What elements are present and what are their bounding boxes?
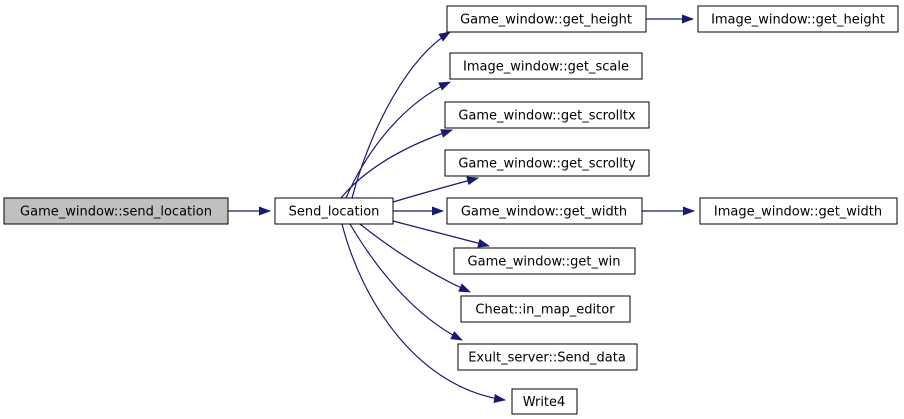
edge-send_location-to-gw_get_scrolltx xyxy=(340,129,453,199)
edge-send_location-to-gw_get_win xyxy=(392,220,490,248)
edges xyxy=(228,14,695,403)
node-label-gw_get_scrolltx: Game_window::get_scrolltx xyxy=(458,109,636,124)
node-gw_get_width[interactable]: Game_window::get_width xyxy=(446,197,643,225)
node-gw_get_win[interactable]: Game_window::get_win xyxy=(453,247,636,275)
node-label-iw_get_height: Image_window::get_height xyxy=(711,13,885,28)
node-gw_get_height[interactable]: Game_window::get_height xyxy=(446,5,647,33)
node-gw_send_location[interactable]: Game_window::send_location xyxy=(3,197,229,225)
node-label-iw_get_width: Image_window::get_width xyxy=(714,205,882,220)
node-iw_get_scale[interactable]: Image_window::get_scale xyxy=(449,52,643,80)
node-cheat_in_map_editor[interactable]: Cheat::in_map_editor xyxy=(460,295,631,323)
node-label-cheat_in_map_editor: Cheat::in_map_editor xyxy=(475,303,615,318)
node-label-gw_send_location: Game_window::send_location xyxy=(20,205,212,220)
node-label-exult_server_send_data: Exult_server::Send_data xyxy=(468,351,626,366)
edge-send_location-to-iw_get_scale xyxy=(345,81,451,199)
node-exult_server_send_data[interactable]: Exult_server::Send_data xyxy=(457,343,638,371)
edge-send_location-to-gw_get_scrollty xyxy=(392,176,479,203)
node-label-gw_get_width: Game_window::get_width xyxy=(461,205,627,220)
node-label-send_location: Send_location xyxy=(289,205,380,220)
edge-send_location-to-gw_get_height xyxy=(351,31,451,199)
edge-send_location-to-write4 xyxy=(341,223,506,403)
node-write4[interactable]: Write4 xyxy=(511,388,578,415)
node-iw_get_height[interactable]: Image_window::get_height xyxy=(697,5,899,33)
node-iw_get_width[interactable]: Image_window::get_width xyxy=(699,197,898,225)
node-gw_get_scrolltx[interactable]: Game_window::get_scrolltx xyxy=(444,101,650,129)
node-label-gw_get_win: Game_window::get_win xyxy=(468,255,621,270)
node-label-gw_get_scrollty: Game_window::get_scrollty xyxy=(458,157,636,172)
node-label-iw_get_scale: Image_window::get_scale xyxy=(463,60,629,75)
node-send_location[interactable]: Send_location xyxy=(274,197,394,225)
edge-send_location-to-cheat_in_map_editor xyxy=(359,223,471,293)
edge-send_location-to-exult_server_send_data xyxy=(349,223,463,341)
node-label-write4: Write4 xyxy=(523,395,566,410)
node-label-gw_get_height: Game_window::get_height xyxy=(460,13,632,28)
node-gw_get_scrollty[interactable]: Game_window::get_scrollty xyxy=(444,149,650,177)
